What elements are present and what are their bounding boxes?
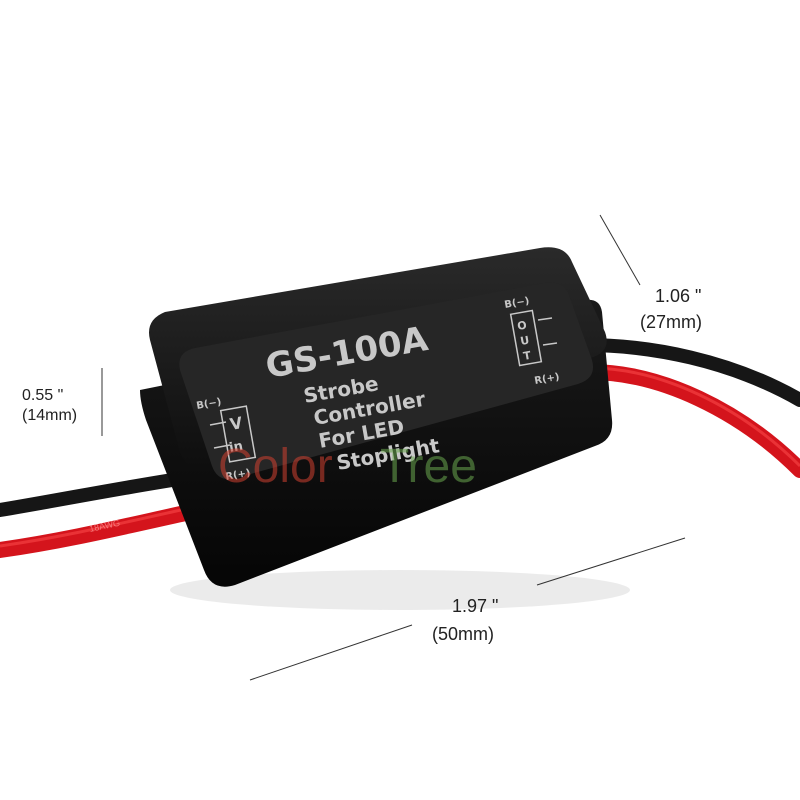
input-port-letter-2: in <box>228 439 244 456</box>
output-port-top: B(−) <box>504 296 531 311</box>
length-dimension-line-right <box>536 537 686 586</box>
left-red-wire <box>0 504 198 558</box>
dimension-width: 1.06 " (27mm) <box>599 214 702 332</box>
height-mm: (14mm) <box>22 407 77 424</box>
height-inches: 0.55 " <box>22 387 63 404</box>
input-port-bottom: R(+) <box>225 468 252 483</box>
watermark-part-2: Tree <box>380 440 477 493</box>
watermark-part-1: Color <box>218 440 333 493</box>
left-black-wire <box>0 471 192 517</box>
input-port-box <box>219 405 257 463</box>
width-inches: 1.06 " <box>655 286 701 306</box>
device-label-panel <box>179 282 594 480</box>
output-wires <box>578 338 800 478</box>
right-black-wire <box>578 338 800 407</box>
width-mm: (27mm) <box>640 312 702 332</box>
right-red-wire <box>582 364 800 478</box>
output-port-bottom: R(+) <box>534 372 561 387</box>
length-mm: (50mm) <box>432 624 494 644</box>
dimension-height: 0.55 " (14mm) <box>22 368 103 436</box>
length-inches: 1.97 " <box>452 596 498 616</box>
strobe-controller-device <box>140 247 630 610</box>
input-port-letter-1: V <box>228 413 244 434</box>
output-port-letter-3: T <box>522 349 532 363</box>
input-port-top: B(−) <box>196 397 223 412</box>
dimension-length: 1.97 " (50mm) <box>249 537 686 681</box>
width-dimension-line <box>599 214 641 286</box>
output-port-letter-1: O <box>516 319 527 333</box>
output-port-box <box>509 309 543 367</box>
watermark: Color Tree <box>218 440 477 493</box>
output-port-letter-2: U <box>519 334 530 348</box>
input-wires: 18AWG <box>0 471 198 558</box>
length-dimension-line-left <box>249 624 413 681</box>
device-label: GS-100A Strobe Controller For LED Stopli… <box>196 296 561 483</box>
